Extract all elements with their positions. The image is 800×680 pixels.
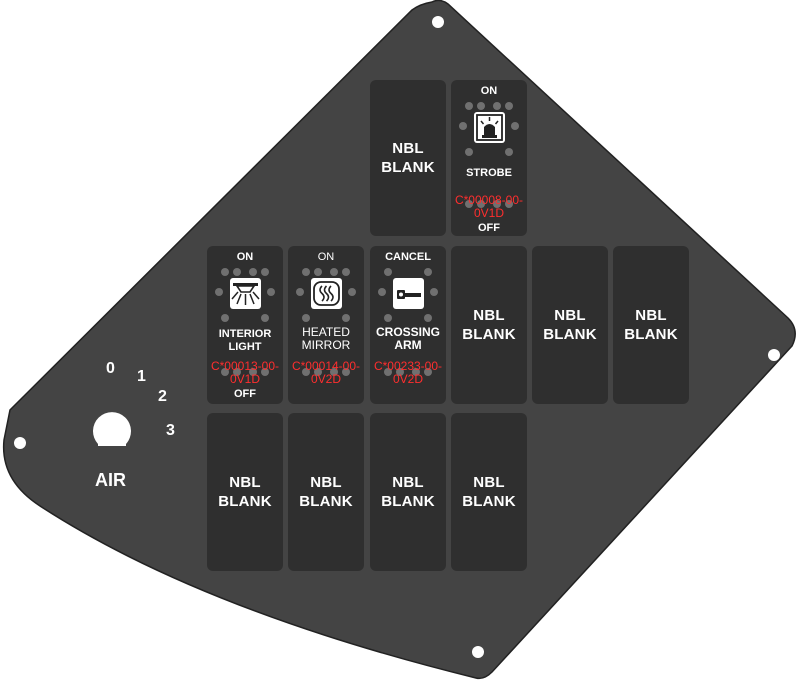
part-code: C*00008-00- 0V1D (454, 193, 524, 220)
led-dot (221, 314, 229, 322)
led-dot (424, 268, 432, 276)
led-dot (384, 268, 392, 276)
rocker-switch-blank[interactable]: NBL BLANK (288, 413, 364, 571)
air-dial-knob[interactable] (93, 412, 131, 446)
rocker-switch-blank[interactable]: NBL BLANK (370, 413, 446, 571)
switch-function-label: CROSSING ARM (375, 325, 440, 352)
led-dot (511, 122, 519, 130)
led-dot (459, 122, 467, 130)
mounting-hole-bottom (472, 646, 484, 658)
part-code: C*00013-00- 0V1D (210, 359, 280, 386)
switch-off-label: OFF (234, 388, 256, 400)
led-dot (221, 268, 229, 276)
led-dot (412, 368, 420, 376)
mounting-hole-top (432, 16, 444, 28)
led-dot (493, 200, 501, 208)
mounting-hole-right (768, 349, 780, 361)
led-dot (233, 268, 241, 276)
led-dot (302, 368, 310, 376)
blank-label: NBL BLANK (462, 474, 516, 510)
led-dot (314, 368, 322, 376)
rocker-switch-interior-light[interactable]: ON INTERIOR LIGHT C*00013-00- 0V1D OFF (207, 246, 283, 404)
dial-position-1: 1 (137, 368, 146, 385)
led-dot (505, 102, 513, 110)
led-dot (342, 314, 350, 322)
led-dot (424, 314, 432, 322)
blank-label: NBL BLANK (299, 474, 353, 510)
led-dot (330, 268, 338, 276)
rocker-switch-blank[interactable]: NBL BLANK (370, 80, 446, 236)
rocker-switch-blank[interactable]: NBL BLANK (451, 246, 527, 404)
rocker-switch-heated-mirror[interactable]: ON HEATED MIRROR C*00014-00- 0V2D (288, 246, 364, 404)
led-dot (430, 288, 438, 296)
led-dot (396, 368, 404, 376)
switch-on-label: ON (317, 251, 335, 263)
led-dot (384, 314, 392, 322)
dial-position-2: 2 (158, 388, 167, 405)
crossing-arm-icon (393, 278, 424, 309)
led-dot (477, 102, 485, 110)
rocker-switch-strobe[interactable]: ON STROBE C*00008-00- 0V1D OFF (451, 80, 527, 236)
led-dot (505, 200, 513, 208)
led-dot (342, 268, 350, 276)
led-dot (465, 148, 473, 156)
led-dot (261, 268, 269, 276)
air-label: AIR (95, 470, 126, 490)
switch-function-label: INTERIOR LIGHT (218, 328, 272, 353)
rocker-switch-blank[interactable]: NBL BLANK (532, 246, 608, 404)
blank-label: NBL BLANK (218, 474, 272, 510)
led-dot (221, 368, 229, 376)
led-dot (505, 148, 513, 156)
led-dot (384, 368, 392, 376)
led-dot (261, 368, 269, 376)
blank-label: NBL BLANK (381, 140, 435, 176)
led-dot (477, 200, 485, 208)
mounting-hole-left (14, 437, 26, 449)
switch-on-label: ON (480, 85, 498, 97)
led-dot (348, 288, 356, 296)
rocker-switch-blank[interactable]: NBL BLANK (613, 246, 689, 404)
switch-function-label: STROBE (466, 167, 512, 179)
interior-light-icon (230, 278, 261, 309)
switch-off-label: OFF (478, 222, 500, 234)
led-dot (342, 368, 350, 376)
led-dot (302, 314, 310, 322)
led-dot (249, 368, 257, 376)
led-dot (424, 368, 432, 376)
led-dot (215, 288, 223, 296)
blank-label: NBL BLANK (462, 307, 516, 343)
led-dot (261, 314, 269, 322)
led-dot (465, 102, 473, 110)
switch-function-label: HEATED MIRROR (301, 325, 351, 352)
led-dot (493, 102, 501, 110)
part-code: C*00233-00- 0V2D (373, 359, 443, 386)
led-dot (302, 268, 310, 276)
led-dot (296, 288, 304, 296)
dial-position-3: 3 (166, 422, 175, 439)
blank-label: NBL BLANK (543, 307, 597, 343)
dial-position-0: 0 (106, 360, 115, 377)
switch-on-label: ON (236, 251, 254, 263)
heated-mirror-icon (311, 278, 342, 309)
led-dot (330, 368, 338, 376)
part-code: C*00014-00- 0V2D (291, 359, 361, 386)
rocker-switch-blank[interactable]: NBL BLANK (451, 413, 527, 571)
led-dot (233, 368, 241, 376)
led-dot (314, 268, 322, 276)
rocker-switch-blank[interactable]: NBL BLANK (207, 413, 283, 571)
led-dot (267, 288, 275, 296)
led-dot (378, 288, 386, 296)
led-dot (465, 200, 473, 208)
led-dot (249, 268, 257, 276)
rocker-switch-crossing-arm[interactable]: CANCEL CROSSING ARM C*00233-00- 0V2D (370, 246, 446, 404)
strobe-icon (474, 112, 505, 143)
blank-label: NBL BLANK (381, 474, 435, 510)
blank-label: NBL BLANK (624, 307, 678, 343)
switch-cancel-label: CANCEL (385, 251, 431, 263)
